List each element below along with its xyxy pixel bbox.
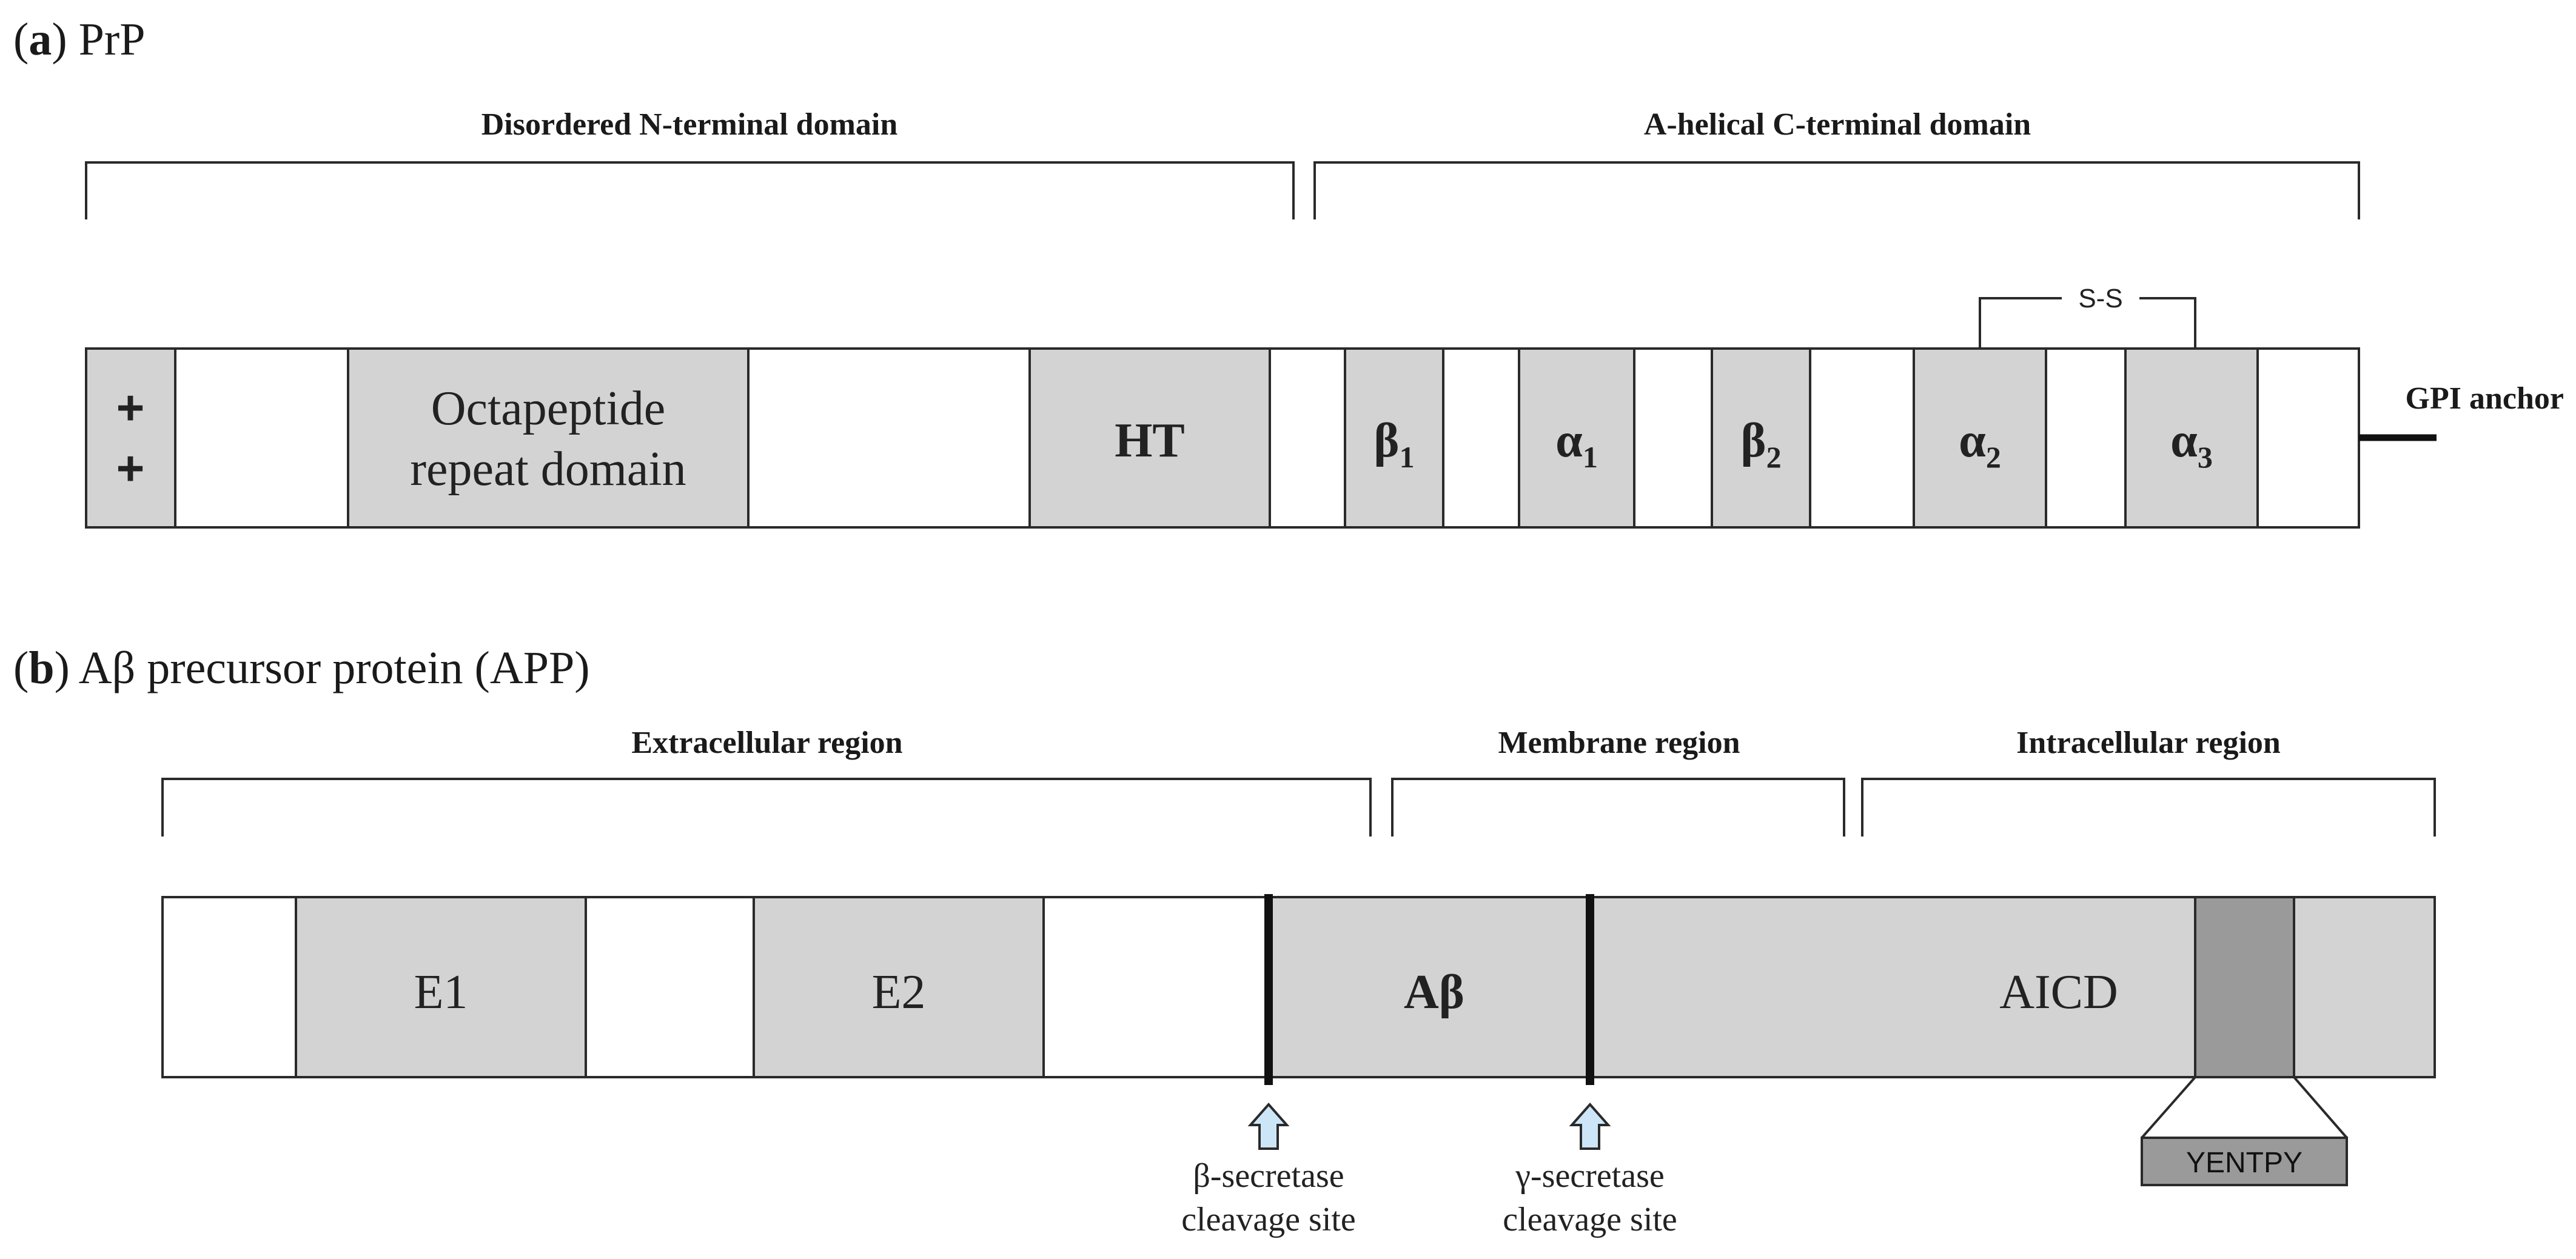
beta1-label: β1 (1374, 414, 1414, 474)
beta1-strand (1344, 347, 1444, 529)
gamma-secretase-label-line2: cleavage site (1503, 1201, 1677, 1238)
disulfide-bracket-right (2139, 297, 2196, 349)
yentpy-label: YENTPY (2186, 1147, 2303, 1179)
region-label-intracellular: Intracellular region (2016, 726, 2281, 760)
alpha1-label: α1 (1555, 414, 1598, 474)
yentpy-motif-region (2194, 896, 2295, 1078)
alpha3-helix (2124, 347, 2259, 529)
yentpy-zoom-lines (2141, 1076, 2348, 1139)
octapeptide-label-line1: Octapeptide (431, 382, 665, 435)
bracket-helical-c-terminal (1313, 161, 2360, 219)
gpi-anchor-label: GPI anchor (2406, 381, 2564, 416)
e1-domain (295, 896, 587, 1078)
disulfide-bracket-left (1979, 297, 2062, 349)
panel-b-title-text: Aβ precursor protein (APP) (70, 643, 590, 693)
region-label-helical-c-terminal: A-helical C-terminal domain (1644, 107, 2031, 142)
positive-charge-domain (85, 347, 176, 529)
beta-secretase-arrow-icon (1247, 1102, 1290, 1150)
region-label-extracellular: Extracellular region (631, 726, 902, 760)
panel-a-letter: a (29, 14, 52, 65)
disulfide-label: S-S (2078, 284, 2122, 313)
alpha1-helix (1518, 347, 1635, 529)
alpha3-label: α3 (2170, 414, 2213, 474)
panel-b-title: (b) Aβ precursor protein (APP) (13, 643, 590, 693)
ht-label: HT (1115, 414, 1185, 467)
e1-label: E1 (414, 966, 468, 1019)
plus-sign-2: + (116, 441, 145, 495)
beta2-strand (1711, 347, 1811, 529)
region-label-disordered-n-terminal: Disordered N-terminal domain (481, 107, 898, 142)
bracket-intracellular (1861, 778, 2436, 837)
beta-secretase-label-line2: cleavage site (1181, 1201, 1356, 1238)
beta-secretase-label-line1: β-secretase (1193, 1157, 1344, 1195)
bracket-disordered-n-terminal (85, 161, 1295, 219)
aicd-label: AICD (1999, 966, 2118, 1019)
octapeptide-label-line2: repeat domain (410, 442, 686, 496)
alpha2-helix (1913, 347, 2047, 529)
abeta-label: Aβ (1404, 966, 1464, 1019)
region-label-membrane: Membrane region (1498, 726, 1740, 760)
ht-domain (1028, 347, 1271, 529)
bracket-extracellular (161, 778, 1372, 837)
plus-sign-1: + (116, 381, 145, 435)
gamma-secretase-label-line1: γ-secretase (1515, 1157, 1664, 1195)
gamma-secretase-arrow-icon (1569, 1102, 1611, 1150)
e2-domain (753, 896, 1045, 1078)
panel-a-title-text: PrP (67, 14, 146, 65)
bracket-membrane (1391, 778, 1845, 837)
panel-b-letter: b (29, 643, 54, 693)
e2-label: E2 (872, 966, 926, 1019)
alpha2-label: α2 (1959, 414, 2001, 474)
octapeptide-repeat-domain (347, 347, 750, 529)
panel-a-title: (a) PrP (13, 14, 145, 65)
beta2-label: β2 (1740, 414, 1781, 474)
yentpy-motif-box (2141, 1137, 2348, 1186)
